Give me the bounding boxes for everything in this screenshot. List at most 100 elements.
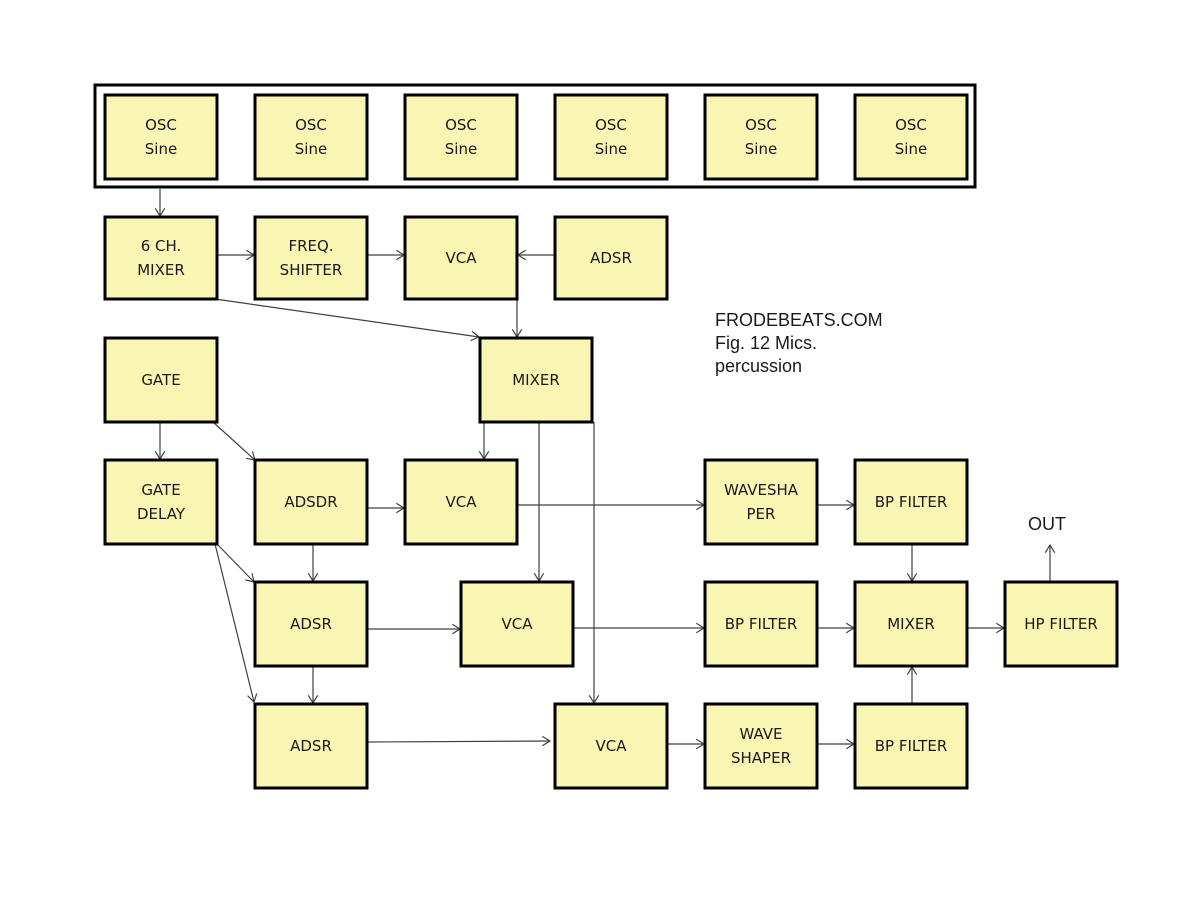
- block-label: OSC: [445, 116, 477, 134]
- block-box: [403, 215, 519, 301]
- block-freqshifter: FREQ. SHIFTER: [253, 215, 369, 301]
- block-label: SHAPER: [731, 749, 791, 767]
- block-box: [853, 702, 969, 790]
- block-osc6: OSC Sine: [853, 93, 969, 181]
- block-box: [478, 336, 594, 424]
- block-bpf2: BP FILTER: [703, 580, 819, 668]
- block-adsr2: ADSR: [253, 580, 369, 668]
- block-label: ADSR: [290, 615, 332, 633]
- caption-site: FRODEBEATS.COM: [715, 310, 883, 330]
- block-label: PER: [747, 505, 776, 523]
- block-bpf1: BP FILTER: [853, 458, 969, 546]
- signal-wire: [214, 543, 255, 703]
- block-label: WAVE: [739, 725, 782, 743]
- module-blocks: OSC Sine OSC Sine OSC Sine OSC Sine OSC Sine OSC Si…: [103, 93, 1119, 790]
- block-box: [853, 580, 969, 668]
- block-vca1: VCA: [403, 215, 519, 301]
- block-label: BP FILTER: [875, 737, 948, 755]
- block-label: OSC: [595, 116, 627, 134]
- signal-wires: [154, 187, 1056, 750]
- block-box: [403, 458, 519, 546]
- block-bpf3: BP FILTER: [853, 702, 969, 790]
- block-label: Sine: [145, 140, 177, 158]
- block-label: Sine: [595, 140, 627, 158]
- block-box: [253, 702, 369, 790]
- block-label: VCA: [596, 737, 628, 755]
- block-label: VCA: [446, 249, 478, 267]
- block-label: Sine: [745, 140, 777, 158]
- block-mixer-main: MIXER: [478, 336, 594, 424]
- block-label: OSC: [745, 116, 777, 134]
- block-label: ADSR: [590, 249, 632, 267]
- block-box: [253, 458, 369, 546]
- block-box: [1003, 580, 1119, 668]
- block-osc2: OSC Sine: [253, 93, 369, 181]
- block-label: GATE: [141, 481, 180, 499]
- block-box: [703, 702, 819, 790]
- block-label: Sine: [895, 140, 927, 158]
- block-adsdr: ADSDR: [253, 458, 369, 546]
- block-box: [103, 215, 219, 301]
- block-box: [103, 93, 219, 181]
- block-mixer6ch: 6 CH. MIXER: [103, 215, 219, 301]
- block-gate: GATE: [103, 336, 219, 424]
- arrow-head-icon: [1044, 543, 1056, 553]
- block-mixer-out: MIXER: [853, 580, 969, 668]
- block-box: [253, 215, 369, 301]
- block-label: MIXER: [137, 261, 185, 279]
- block-label: MIXER: [512, 371, 560, 389]
- block-box: [459, 580, 575, 668]
- block-label: HP FILTER: [1024, 615, 1098, 633]
- block-label: OSC: [145, 116, 177, 134]
- block-label: GATE: [141, 371, 180, 389]
- block-label: ADSR: [290, 737, 332, 755]
- block-hpf: HP FILTER: [1003, 580, 1119, 668]
- block-label: FREQ.: [288, 237, 333, 255]
- block-box: [703, 93, 819, 181]
- block-box: [553, 215, 669, 301]
- block-box: [253, 580, 369, 668]
- block-box: [553, 702, 669, 790]
- block-label: DELAY: [137, 505, 186, 523]
- block-box: [103, 458, 219, 546]
- block-box: [853, 458, 969, 546]
- block-box: [403, 93, 519, 181]
- block-label: Sine: [295, 140, 327, 158]
- arrow-head-icon: [247, 693, 258, 704]
- block-label: 6 CH.: [141, 237, 182, 255]
- signal-wire: [214, 298, 480, 338]
- block-box: [553, 93, 669, 181]
- block-adsr-top: ADSR: [553, 215, 669, 301]
- block-box: [703, 458, 819, 546]
- caption-figure: Fig. 12 Mics.: [715, 333, 818, 353]
- figure-caption: FRODEBEATS.COM Fig. 12 Mics. percussion: [715, 309, 883, 378]
- arrow-head-icon: [541, 735, 552, 747]
- block-waveshaper2: WAVE SHAPER: [703, 702, 819, 790]
- block-osc5: OSC Sine: [703, 93, 819, 181]
- block-label: WAVESHA: [724, 481, 799, 499]
- block-adsr3: ADSR: [253, 702, 369, 790]
- out-label: OUT: [1028, 514, 1066, 534]
- block-vca2: VCA: [403, 458, 519, 546]
- block-box: [253, 93, 369, 181]
- block-box: [703, 580, 819, 668]
- block-label: BP FILTER: [875, 493, 948, 511]
- block-label: OSC: [895, 116, 927, 134]
- block-box: [853, 93, 969, 181]
- block-label: MIXER: [887, 615, 935, 633]
- signal-wire: [212, 421, 256, 461]
- block-box: [103, 336, 219, 424]
- block-label: OSC: [295, 116, 327, 134]
- oscillator-bank-frame: [93, 83, 977, 189]
- block-vca4: VCA: [553, 702, 669, 790]
- block-osc3: OSC Sine: [403, 93, 519, 181]
- block-gatedelay: GATE DELAY: [103, 458, 219, 546]
- block-vca3: VCA: [459, 580, 575, 668]
- block-label: SHIFTER: [280, 261, 343, 279]
- block-osc4: OSC Sine: [553, 93, 669, 181]
- block-label: VCA: [446, 493, 478, 511]
- block-label: ADSDR: [284, 493, 337, 511]
- block-label: Sine: [445, 140, 477, 158]
- signal-wire: [216, 543, 255, 583]
